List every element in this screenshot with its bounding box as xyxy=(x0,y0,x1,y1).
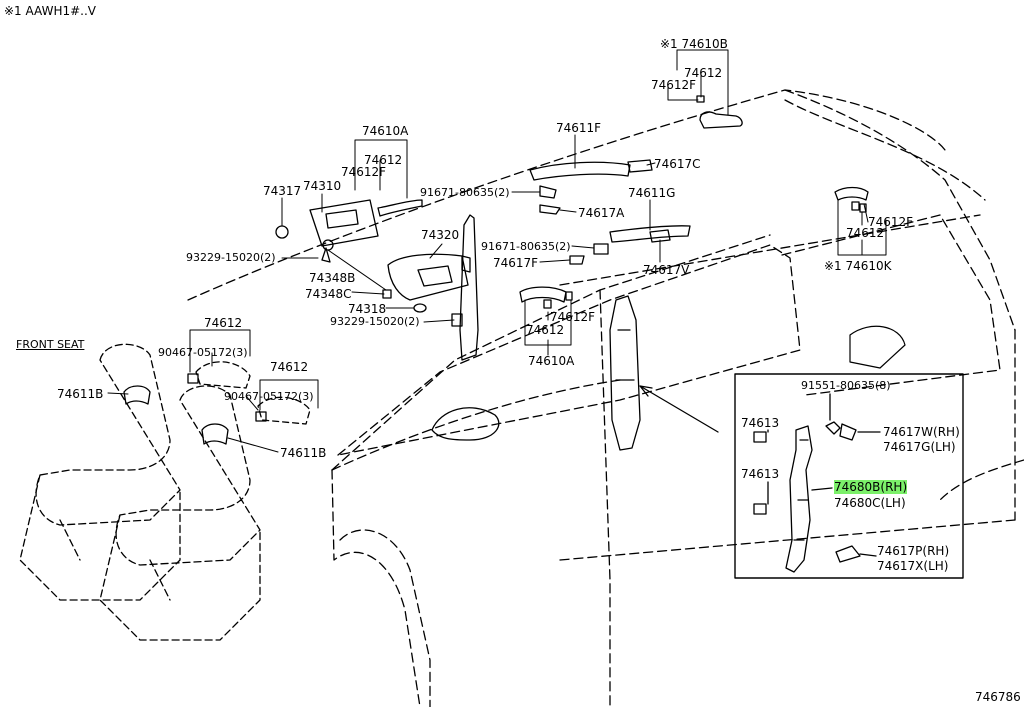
clip-74617C xyxy=(627,159,653,173)
part-label-74610A-mid[interactable]: 74610A xyxy=(528,354,575,368)
part-label-93229-15020[interactable]: 93229-15020(2) xyxy=(186,251,276,264)
seat-side-covers xyxy=(123,361,311,445)
part-label-74348C[interactable]: 74348C xyxy=(305,287,352,301)
rear-assist-grip-74610K xyxy=(834,186,869,213)
part-label-74617P[interactable]: 74617P(RH) xyxy=(877,544,950,558)
part-label-74317[interactable]: 74317 xyxy=(263,184,302,198)
part-label-74318[interactable]: 74318 xyxy=(348,302,387,316)
part-label-74612F-mid[interactable]: 74612F xyxy=(550,310,596,324)
detail-box-parts xyxy=(753,393,881,573)
part-label-74610K[interactable]: ※1 74610K xyxy=(824,259,892,273)
part-label-74617F[interactable]: 74617F xyxy=(493,256,539,270)
figure-code: 746786 xyxy=(975,690,1021,704)
clip-74617A xyxy=(539,204,561,215)
part-label-74612-seat[interactable]: 74612 xyxy=(204,316,243,330)
part-label-90467-05172[interactable]: 90467-05172(3) xyxy=(224,390,314,403)
part-label-74611F[interactable]: 74611F xyxy=(556,121,602,135)
pillar-garnish-front xyxy=(459,214,479,361)
part-label-74613[interactable]: 74613 xyxy=(741,416,780,430)
part-label-74612-rear[interactable]: 74612 xyxy=(846,226,885,240)
part-label-74310[interactable]: 74310 xyxy=(303,179,342,193)
part-label-74612[interactable]: 74612 xyxy=(684,66,723,80)
roof-assist-grip-74611G xyxy=(609,225,691,243)
part-label-91671-80635[interactable]: 91671-80635(2) xyxy=(420,186,510,199)
wheel-arch xyxy=(339,529,431,707)
front-seat-heading: FRONT SEAT xyxy=(16,338,85,351)
part-label-74617G[interactable]: 74617G(LH) xyxy=(883,440,956,454)
callout-lines xyxy=(107,49,887,453)
part-label-74617X[interactable]: 74617X(LH) xyxy=(877,559,949,573)
part-label-93229-15020[interactable]: 93229-15020(2) xyxy=(330,315,420,328)
part-label-74612F-rear[interactable]: 74612F xyxy=(868,215,914,229)
vehicle-window-lines xyxy=(337,99,1001,456)
part-label-74612-seat[interactable]: 74612 xyxy=(270,360,309,374)
part-label-74617C[interactable]: 74617C xyxy=(654,157,701,171)
pointer-arrow xyxy=(639,385,719,433)
part-label-74348B[interactable]: 74348B xyxy=(309,271,356,285)
part-label-74613[interactable]: 74613 xyxy=(741,467,780,481)
sun-visor-74320 xyxy=(322,239,471,327)
bolt-91671-a xyxy=(539,185,557,199)
roof-assist-grip-74611F xyxy=(529,161,631,181)
mid-assist-grip-74610A xyxy=(519,286,573,309)
part-label-91671-80635[interactable]: 91671-80635(2) xyxy=(481,240,571,253)
detail-box xyxy=(734,373,964,579)
part-label-74612F[interactable]: 74612F xyxy=(341,165,387,179)
part-label-74617V[interactable]: 74617V xyxy=(643,263,690,277)
center-pillar-garnish xyxy=(609,295,641,451)
part-label-74612-mid[interactable]: 74612 xyxy=(526,323,565,337)
part-label-74680C[interactable]: 74680C(LH) xyxy=(834,496,906,510)
part-label-74612F[interactable]: 74612F xyxy=(651,78,697,92)
front-seats xyxy=(19,343,261,641)
vehicle-body-outline xyxy=(187,89,1024,707)
roof-assist-grip-rear xyxy=(696,95,743,129)
part-label-90467-05172[interactable]: 90467-05172(3) xyxy=(158,346,248,359)
part-label-74680B-highlighted[interactable]: 74680B(RH) xyxy=(834,480,908,494)
part-label-74320[interactable]: 74320 xyxy=(421,228,460,242)
part-label-74611G[interactable]: 74611G xyxy=(628,186,676,200)
part-label-74611B[interactable]: 74611B xyxy=(57,387,104,401)
bolt-91671-b xyxy=(593,243,609,255)
sun-visor-74310 xyxy=(275,199,423,263)
part-label-74610A[interactable]: 74610A xyxy=(362,124,409,138)
clip-74617F xyxy=(569,255,585,265)
header-note: ※1 AAWH1#..V xyxy=(4,4,97,18)
part-label-74617A[interactable]: 74617A xyxy=(578,206,625,220)
side-mirror xyxy=(431,407,500,441)
part-label-74617W[interactable]: 74617W(RH) xyxy=(883,425,960,439)
part-label-74611B[interactable]: 74611B xyxy=(280,446,327,460)
part-label-74612[interactable]: 74612 xyxy=(364,153,403,167)
part-label-91551-80635[interactable]: 91551-80635(8) xyxy=(801,379,891,392)
part-label-74610B[interactable]: ※1 74610B xyxy=(660,37,728,51)
